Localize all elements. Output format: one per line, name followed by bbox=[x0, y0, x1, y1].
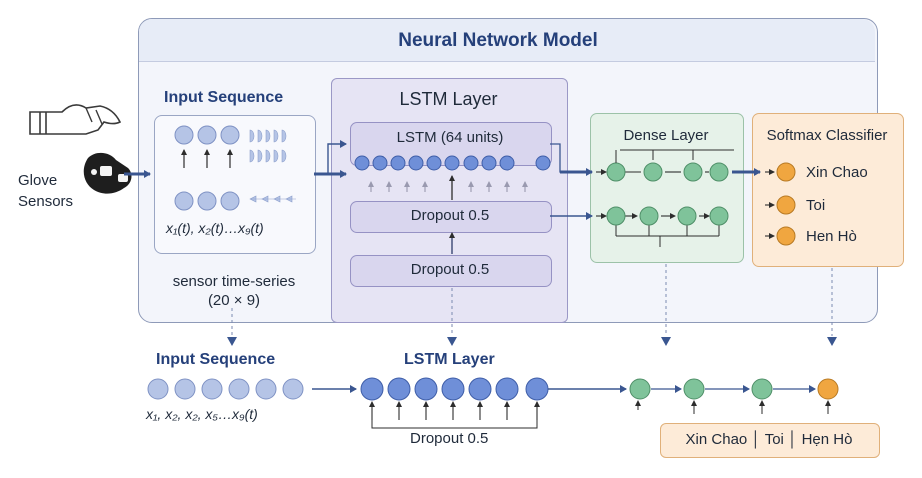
dropout-bottom-box bbox=[350, 255, 552, 287]
bottom-dropout-bracket bbox=[371, 420, 538, 429]
bottom-output-label: Xin Chao │ Toi │ Hẹn Hò bbox=[685, 431, 853, 448]
lstm-panel-title: LSTM Layer bbox=[399, 89, 498, 109]
lstm-neuron bbox=[444, 155, 460, 171]
lstm-neuron-row bbox=[354, 155, 551, 171]
bottom-lstm-neuron bbox=[525, 377, 549, 401]
bottom-lstm-neuron bbox=[414, 377, 438, 401]
bottom-dropout-label: Dropout 0.5 bbox=[410, 430, 489, 447]
bottom-input-neuron bbox=[282, 378, 304, 400]
bottom-lstm-title: LSTM Layer bbox=[404, 351, 495, 368]
bottom-lstm-neuron bbox=[495, 377, 519, 401]
softmax-class-1: Xin Chao bbox=[806, 164, 868, 181]
series-caption-line2: (20 × 9) bbox=[207, 292, 261, 309]
sensor-signal-glyphs bbox=[249, 129, 296, 203]
series-caption-line1: sensor time-series bbox=[172, 273, 296, 290]
dense-bottom-row bbox=[596, 206, 729, 247]
lstm-neuron bbox=[463, 155, 479, 171]
dense-panel-title: Dense Layer bbox=[623, 127, 709, 144]
dropout-top-label: Dropout 0.5 bbox=[410, 207, 490, 224]
softmax-panel-title: Softmax Classifier bbox=[766, 127, 888, 144]
glove-label-line2: Sensors bbox=[18, 193, 74, 210]
softmax-output-nodes bbox=[765, 162, 796, 246]
input-formula: x₁(t), x₂(t)…x₉(t) bbox=[166, 220, 264, 236]
input-panel-title: Input Sequence bbox=[164, 89, 284, 106]
bottom-input-neuron bbox=[174, 378, 196, 400]
model-title: Neural Network Model bbox=[398, 30, 598, 51]
glove-label-line1: Glove bbox=[18, 172, 58, 189]
glove-hand-icon bbox=[29, 104, 122, 135]
lstm-input-arrows bbox=[368, 181, 528, 192]
bottom-dense-neurons bbox=[629, 378, 816, 414]
dense-top-row bbox=[596, 149, 734, 182]
lstm-neuron bbox=[408, 155, 424, 171]
bottom-lstm-neuron bbox=[360, 377, 384, 401]
bottom-input-neurons bbox=[147, 378, 304, 400]
bottom-input-title: Input Sequence bbox=[156, 351, 276, 368]
input-panel bbox=[154, 115, 316, 254]
lstm-neuron bbox=[390, 155, 406, 171]
dashed-connector-heads bbox=[227, 337, 837, 346]
bottom-input-formula: x₁, x₂, x₂, x₅…x₉(t) bbox=[146, 406, 258, 422]
glove-sensor-icon bbox=[83, 152, 132, 194]
lstm-neuron bbox=[481, 155, 497, 171]
lstm-neuron bbox=[426, 155, 442, 171]
softmax-panel bbox=[752, 113, 904, 267]
output-label-box bbox=[660, 423, 880, 458]
input-arrows-up bbox=[181, 149, 233, 168]
lstm-neuron bbox=[372, 155, 388, 171]
bottom-lstm-neuron bbox=[468, 377, 492, 401]
input-neuron-row-top bbox=[174, 125, 240, 145]
bottom-input-neuron bbox=[201, 378, 223, 400]
dense-panel bbox=[590, 113, 744, 263]
lstm-neuron bbox=[499, 155, 515, 171]
bottom-input-neuron bbox=[255, 378, 277, 400]
softmax-class-2: Toi bbox=[806, 197, 826, 214]
dashed-connectors bbox=[231, 264, 833, 336]
softmax-class-3: Hen Hò bbox=[806, 228, 857, 245]
bottom-input-neuron bbox=[228, 378, 250, 400]
bottom-input-neuron bbox=[147, 378, 169, 400]
bottom-lstm-neurons bbox=[360, 377, 549, 401]
bottom-lstm-neuron bbox=[441, 377, 465, 401]
lstm-units-label: LSTM (64 units) bbox=[396, 129, 504, 146]
input-neuron-row-bottom bbox=[174, 191, 240, 211]
title-bar bbox=[139, 19, 875, 62]
dropout-bottom-label: Dropout 0.5 bbox=[410, 261, 490, 278]
lstm-neuron bbox=[354, 155, 370, 171]
bottom-lstm-neuron bbox=[387, 377, 411, 401]
lstm-neuron bbox=[535, 155, 551, 171]
bottom-output-neuron bbox=[817, 378, 839, 400]
